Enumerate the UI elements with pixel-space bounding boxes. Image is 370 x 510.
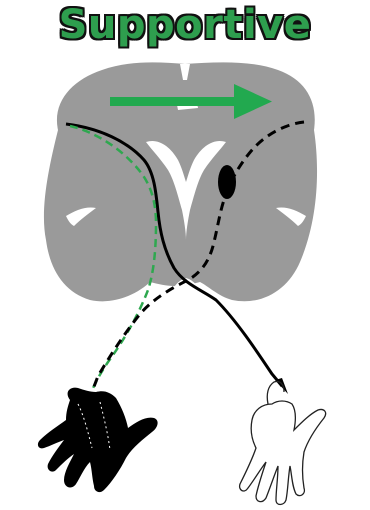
filled-hand-icon <box>38 388 158 492</box>
outline-hand-icon <box>240 381 326 504</box>
solid-pathway-tip <box>275 378 288 394</box>
